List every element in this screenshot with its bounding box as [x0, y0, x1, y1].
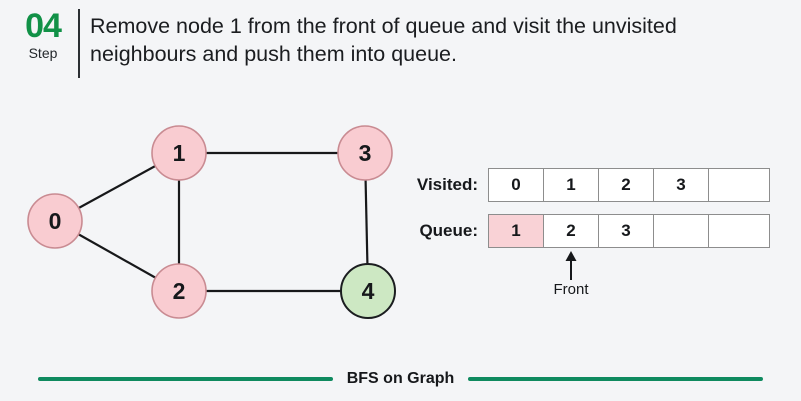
graph-node-3[interactable]: 3: [337, 125, 393, 181]
footer: BFS on Graph: [0, 368, 801, 390]
visited-cell-2: 2: [598, 168, 654, 202]
header-divider: [78, 9, 80, 78]
graph-node-circle-3: [337, 125, 393, 181]
footer-line-left: [37, 377, 333, 381]
front-pointer-label: Front: [553, 281, 589, 298]
graph-svg: 0 1 2 3 4: [27, 125, 396, 319]
queue-cell-4: [708, 214, 770, 248]
queue-cell-2: 3: [598, 214, 654, 248]
graph-node-label-1: 1: [173, 140, 186, 166]
graph-node-2[interactable]: 2: [151, 263, 207, 319]
graph-node-circle-1: [151, 125, 207, 181]
graph-node-layer: 0 1 2 3 4: [27, 125, 396, 319]
visited-cell-0: 0: [488, 168, 544, 202]
graph-edge-layer: [54, 151, 370, 293]
queue-label: Queue:: [419, 221, 478, 240]
step-word-label: Step: [28, 45, 58, 61]
graph-node-4[interactable]: 4: [340, 263, 396, 319]
footer-line-right: [468, 377, 764, 381]
graph-node-circle-0: [27, 193, 83, 249]
front-pointer: Front: [531, 250, 611, 298]
step-instruction-text: Remove node 1 from the front of queue an…: [90, 14, 677, 66]
graph-node-circle-2: [151, 263, 207, 319]
graph-node-0[interactable]: 0: [27, 193, 83, 249]
visited-label: Visited:: [416, 175, 478, 194]
graph-node-label-2: 2: [173, 278, 186, 304]
queue-cell-3: [653, 214, 709, 248]
queue-cell-1: 2: [543, 214, 599, 248]
graph-diagram: 0 1 2 3 4: [0, 95, 420, 345]
graph-node-label-3: 3: [359, 140, 372, 166]
graph-node-label-4: 4: [362, 278, 375, 304]
footer-title: BFS on Graph: [346, 370, 455, 387]
graph-node-1[interactable]: 1: [151, 125, 207, 181]
front-arrow-icon: [565, 251, 577, 280]
header: 04 Step Remove node 1 from the front of …: [0, 0, 801, 86]
visited-cell-4: [708, 168, 770, 202]
visited-cell-3: 3: [653, 168, 709, 202]
queue-cell-0: 1: [488, 214, 544, 248]
step-number: 04: [25, 7, 62, 45]
step-badge: 04 Step: [14, 8, 72, 62]
graph-node-circle-4: [340, 263, 396, 319]
graph-node-label-0: 0: [49, 208, 62, 234]
visited-cell-1: 1: [543, 168, 599, 202]
